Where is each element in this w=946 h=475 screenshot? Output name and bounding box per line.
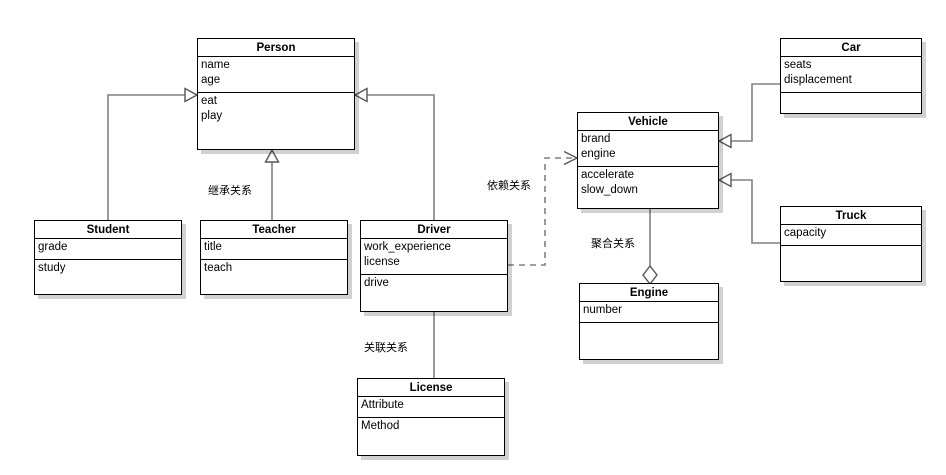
attribute-item: brand [581, 133, 611, 145]
edge-vehicle-engine[interactable] [642, 209, 658, 286]
edge-label-aggregation: 聚合关系 [591, 237, 635, 250]
attribute-item: title [204, 241, 222, 253]
edge-car-vehicle[interactable] [717, 83, 780, 149]
class-attributes-engine: number [580, 302, 718, 323]
edge-label-association: 关联关系 [364, 341, 408, 354]
class-methods-engine [580, 323, 718, 359]
class-attributes-person: name age [198, 57, 354, 93]
class-box-truck[interactable]: Truck capacity [780, 206, 922, 282]
class-box-license[interactable]: License Attribute Method [357, 378, 505, 456]
attribute-item: number [583, 304, 622, 316]
edge-label-inheritance: 继承关系 [208, 184, 252, 197]
class-box-engine[interactable]: Engine number [579, 283, 719, 360]
edge-driver-vehicle[interactable] [508, 150, 579, 266]
class-title-truck: Truck [781, 207, 921, 225]
class-methods-vehicle: accelerate slow_down [578, 167, 718, 208]
class-attributes-truck: capacity [781, 225, 921, 246]
attribute-item: engine [581, 148, 616, 160]
class-attributes-student: grade [35, 239, 181, 260]
class-title-car: Car [781, 39, 921, 57]
class-title-student: Student [35, 221, 181, 239]
attribute-item: displacement [784, 74, 852, 86]
edge-label-dependency: 依赖关系 [487, 179, 531, 192]
attribute-item: grade [38, 241, 68, 253]
attribute-item: Attribute [361, 399, 404, 411]
edge-student-person[interactable] [107, 87, 202, 221]
class-methods-truck [781, 246, 921, 281]
class-attributes-car: seats displacement [781, 57, 921, 93]
method-item: slow_down [581, 184, 638, 196]
method-item: accelerate [581, 169, 635, 181]
method-item: eat [201, 95, 217, 107]
class-attributes-license: Attribute [358, 397, 504, 418]
attribute-item: license [364, 256, 400, 268]
class-box-student[interactable]: Student grade study [34, 220, 182, 295]
edge-teacher-person[interactable] [264, 148, 280, 220]
method-item: Method [361, 420, 400, 432]
attribute-item: name [201, 59, 230, 71]
class-methods-student: study [35, 260, 181, 294]
attribute-item: age [201, 74, 221, 86]
class-methods-license: Method [358, 418, 504, 455]
class-title-person: Person [198, 39, 354, 57]
class-title-license: License [358, 379, 504, 397]
class-title-vehicle: Vehicle [578, 113, 718, 131]
class-title-teacher: Teacher [201, 221, 347, 239]
class-title-engine: Engine [580, 284, 718, 302]
class-attributes-teacher: title [201, 239, 347, 260]
method-item: play [201, 110, 223, 122]
method-item: drive [364, 277, 389, 289]
class-attributes-driver: work_experience license [361, 239, 507, 275]
class-methods-driver: drive [361, 275, 507, 311]
class-box-teacher[interactable]: Teacher title teach [200, 220, 348, 295]
class-box-car[interactable]: Car seats displacement [780, 38, 922, 114]
attribute-item: capacity [784, 227, 827, 239]
class-attributes-vehicle: brand engine [578, 131, 718, 167]
class-methods-person: eat play [198, 93, 354, 149]
class-methods-car [781, 93, 921, 113]
class-box-person[interactable]: Person name age eat play [197, 38, 355, 150]
class-title-driver: Driver [361, 221, 507, 239]
attribute-item: seats [784, 59, 812, 71]
edge-driver-person[interactable] [350, 87, 435, 221]
class-box-vehicle[interactable]: Vehicle brand engine accelerate slow_dow… [577, 112, 719, 209]
attribute-item: work_experience [364, 241, 451, 253]
method-item: teach [204, 262, 233, 274]
method-item: study [38, 262, 66, 274]
edge-truck-vehicle[interactable] [717, 172, 780, 244]
class-box-driver[interactable]: Driver work_experience license drive [360, 220, 508, 312]
class-methods-teacher: teach [201, 260, 347, 294]
